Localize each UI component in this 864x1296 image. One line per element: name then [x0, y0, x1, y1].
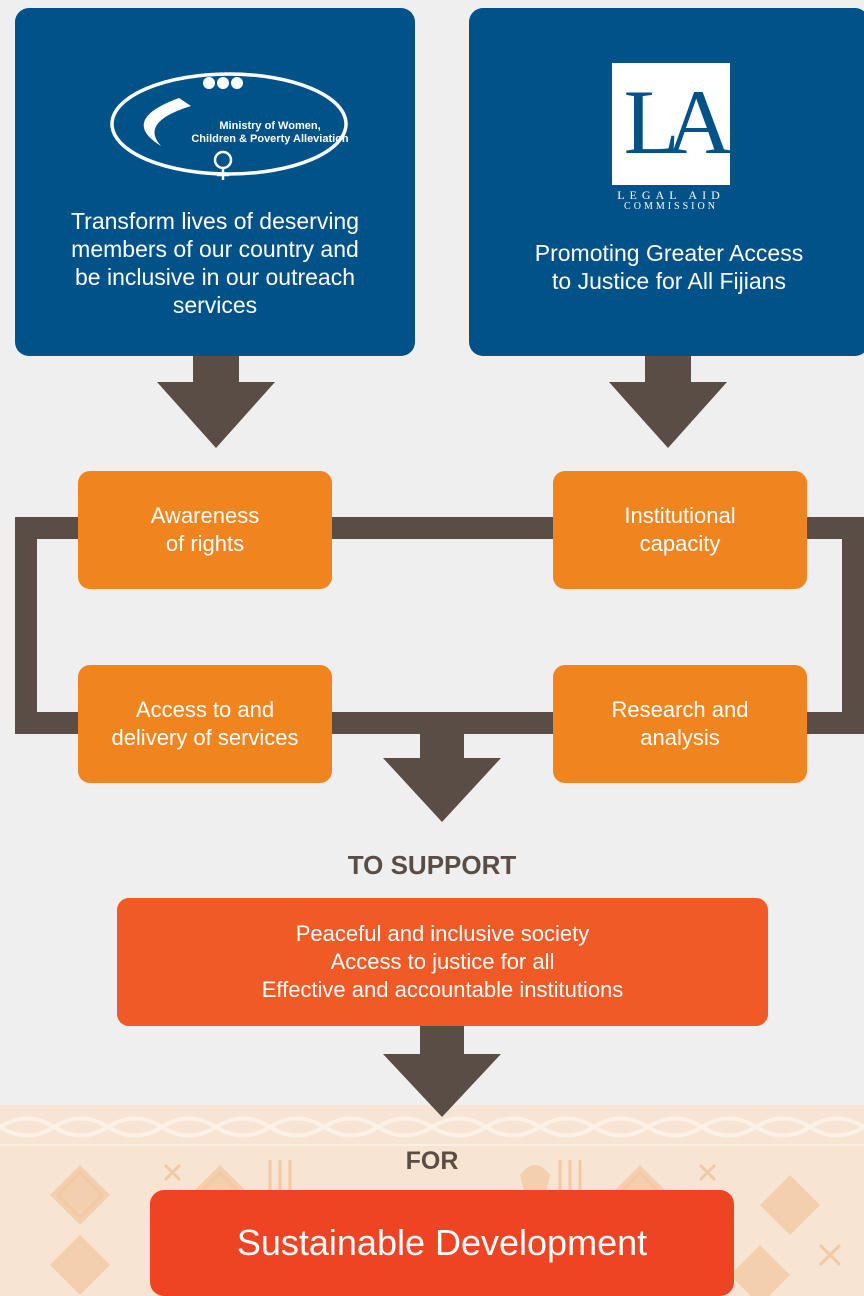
- pillar-research-line: Research and: [611, 697, 749, 722]
- legal-aid-caption-line: Promoting Greater Access: [534, 240, 804, 266]
- support-goal-line: Access to justice for all: [330, 949, 555, 974]
- support-goals-box: Peaceful and inclusive society Access to…: [117, 898, 768, 1026]
- down-arrow-support: [383, 1026, 501, 1117]
- connector-left: [15, 517, 37, 734]
- support-goal-line: Peaceful and inclusive society: [295, 921, 590, 946]
- down-arrow-left: [157, 356, 275, 448]
- pillar-awareness-line: Awareness: [150, 503, 260, 528]
- legal-aid-logo-text: LEGAL AID COMMISSION: [599, 188, 743, 212]
- pillar-institutional-line: Institutional: [624, 503, 736, 528]
- ministry-logo-line1: Ministry of Women,: [219, 120, 321, 132]
- pillar-awareness-of-rights: Awareness of rights: [78, 471, 332, 589]
- ministry-caption-line: Transform lives of deserving: [70, 208, 360, 234]
- legal-aid-logo-letters: LA: [623, 71, 733, 173]
- for-heading: FOR: [405, 1147, 459, 1175]
- ministry-logo-line2: Children & Poverty Alleviation: [191, 133, 349, 145]
- ministry-logo-text: Ministry of Women, Children & Poverty Al…: [165, 120, 375, 146]
- down-arrow-center: [383, 722, 501, 822]
- pillar-research-line: analysis: [640, 725, 720, 750]
- ministry-caption-line: be inclusive in our outreach: [75, 264, 355, 290]
- legal-aid-caption: Promoting Greater Access to Justice for …: [469, 239, 864, 295]
- pillar-access-line: Access to and: [135, 697, 275, 722]
- sustainable-development-label: Sustainable Development: [236, 1222, 648, 1263]
- down-arrow-right: [609, 356, 727, 448]
- ministry-card: Ministry of Women, Children & Poverty Al…: [15, 8, 415, 356]
- pillar-institutional-line: capacity: [639, 531, 721, 556]
- pillar-research-and-analysis: Research and analysis: [553, 665, 807, 783]
- legal-aid-logo: LA: [612, 63, 733, 185]
- legal-aid-logo-line1: LEGAL AID: [617, 188, 725, 202]
- legal-aid-caption-line: to Justice for All Fijians: [552, 268, 786, 294]
- legal-aid-card: LA LEGAL AID COMMISSION Promoting Greate…: [469, 8, 864, 356]
- pillar-institutional-capacity: Institutional capacity: [553, 471, 807, 589]
- ministry-caption-line: members of our country and: [71, 236, 359, 262]
- pillar-awareness-line: of rights: [165, 531, 245, 556]
- to-support-heading: TO SUPPORT: [347, 850, 517, 880]
- sustainable-development-box: Sustainable Development: [150, 1190, 734, 1296]
- ministry-logo: [110, 72, 348, 180]
- pillar-access-line: delivery of services: [111, 725, 299, 750]
- ministry-caption: Transform lives of deserving members of …: [15, 207, 415, 319]
- legal-aid-logo-line2: COMMISSION: [624, 201, 718, 212]
- ministry-caption-line: services: [172, 292, 258, 318]
- support-goal-line: Effective and accountable institutions: [261, 977, 624, 1002]
- pillar-access-to-services: Access to and delivery of services: [78, 665, 332, 783]
- connector-right: [842, 517, 864, 734]
